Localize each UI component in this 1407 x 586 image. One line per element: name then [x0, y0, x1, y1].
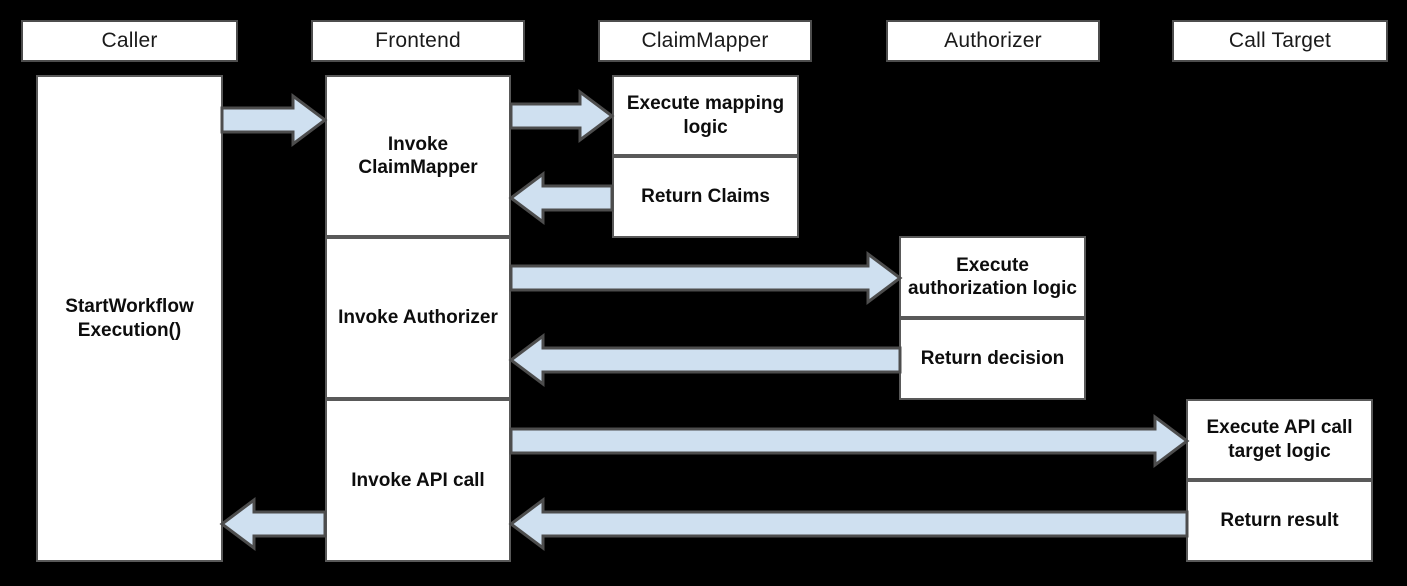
- activation-frontend-invoke-claimmapper: Invoke ClaimMapper: [325, 75, 511, 237]
- lane-header-frontend: Frontend: [311, 20, 525, 62]
- activation-calltarget-execute-api-call-target-logic: Execute API call target logic: [1186, 399, 1373, 480]
- arrow-frontend-to-authorizer: [509, 251, 903, 305]
- arrow-caller-to-frontend: [220, 93, 328, 147]
- activation-frontend-invoke-authorizer: Invoke Authorizer: [325, 237, 511, 399]
- arrow-authorizer-to-frontend: [508, 333, 902, 387]
- activation-authorizer-execute-authorization-logic: Execute authorization logic: [899, 236, 1086, 318]
- lane-header-caller: Caller: [21, 20, 238, 62]
- lane-header-claimmapper: ClaimMapper: [598, 20, 812, 62]
- activation-calltarget-return-result: Return result: [1186, 480, 1373, 562]
- activation-frontend-invoke-api-call: Invoke API call: [325, 399, 511, 562]
- arrow-calltarget-to-frontend: [508, 497, 1189, 551]
- activation-claimmapper-return-claims: Return Claims: [612, 156, 799, 238]
- activation-authorizer-return-decision: Return decision: [899, 318, 1086, 400]
- arrow-claimmapper-to-frontend: [508, 171, 614, 225]
- arrow-frontend-to-calltarget: [509, 414, 1190, 468]
- lane-header-calltarget: Call Target: [1172, 20, 1388, 62]
- arrow-frontend-to-caller: [219, 497, 327, 551]
- activation-caller-start-workflow: StartWorkflow Execution(): [36, 75, 223, 562]
- arrow-frontend-to-claimmapper: [509, 89, 615, 143]
- activation-claimmapper-execute-mapping-logic: Execute mapping logic: [612, 75, 799, 156]
- lane-header-authorizer: Authorizer: [886, 20, 1100, 62]
